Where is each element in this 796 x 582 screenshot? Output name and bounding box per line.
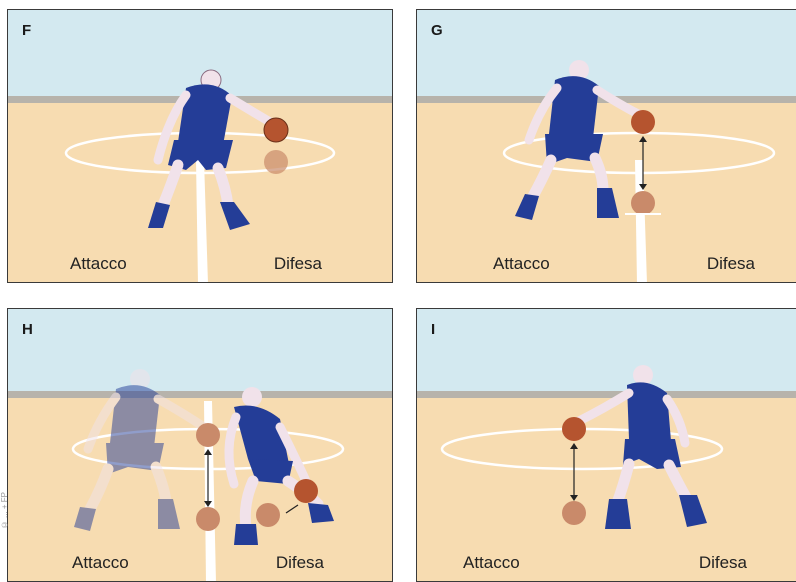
defense-label: Difesa bbox=[273, 254, 322, 273]
attack-label: Attacco bbox=[493, 254, 550, 273]
panel-letter: F bbox=[22, 22, 32, 39]
player-figure bbox=[515, 60, 647, 220]
ball-floor bbox=[631, 191, 655, 215]
panel-i: I Attacco Difesa bbox=[416, 308, 796, 582]
ball bbox=[631, 110, 655, 134]
center-line bbox=[196, 160, 208, 282]
defense-label: Difesa bbox=[275, 553, 324, 572]
court-scene bbox=[8, 309, 392, 581]
panel-f: F Attacco Difesa bbox=[7, 9, 393, 283]
ball bbox=[294, 479, 318, 503]
attack-label: Attacco bbox=[72, 553, 129, 572]
defense-label: Difesa bbox=[706, 254, 755, 273]
attack-label: Attacco bbox=[463, 553, 520, 572]
ghost-player bbox=[74, 369, 209, 531]
player-figure bbox=[148, 69, 275, 230]
panel-h: H Attacco Difesa bbox=[7, 308, 393, 582]
ball-ghost bbox=[196, 423, 220, 447]
panel-letter: I bbox=[431, 321, 436, 338]
ball-ghost bbox=[264, 150, 288, 174]
ball bbox=[263, 117, 289, 143]
player-figure bbox=[224, 387, 334, 545]
court-scene bbox=[8, 10, 392, 282]
attack-label: Attacco bbox=[70, 254, 127, 273]
ball-floor bbox=[562, 501, 586, 525]
ball bbox=[562, 417, 586, 441]
player-figure bbox=[574, 365, 707, 529]
panel-letter: G bbox=[431, 22, 443, 39]
panel-letter: H bbox=[22, 321, 33, 338]
panel-g: G Attacco Difesa bbox=[416, 9, 796, 283]
court-scene bbox=[417, 10, 796, 282]
credit-text: © ... + FP bbox=[0, 492, 9, 530]
defense-label: Difesa bbox=[698, 553, 747, 572]
court-scene bbox=[417, 309, 796, 581]
